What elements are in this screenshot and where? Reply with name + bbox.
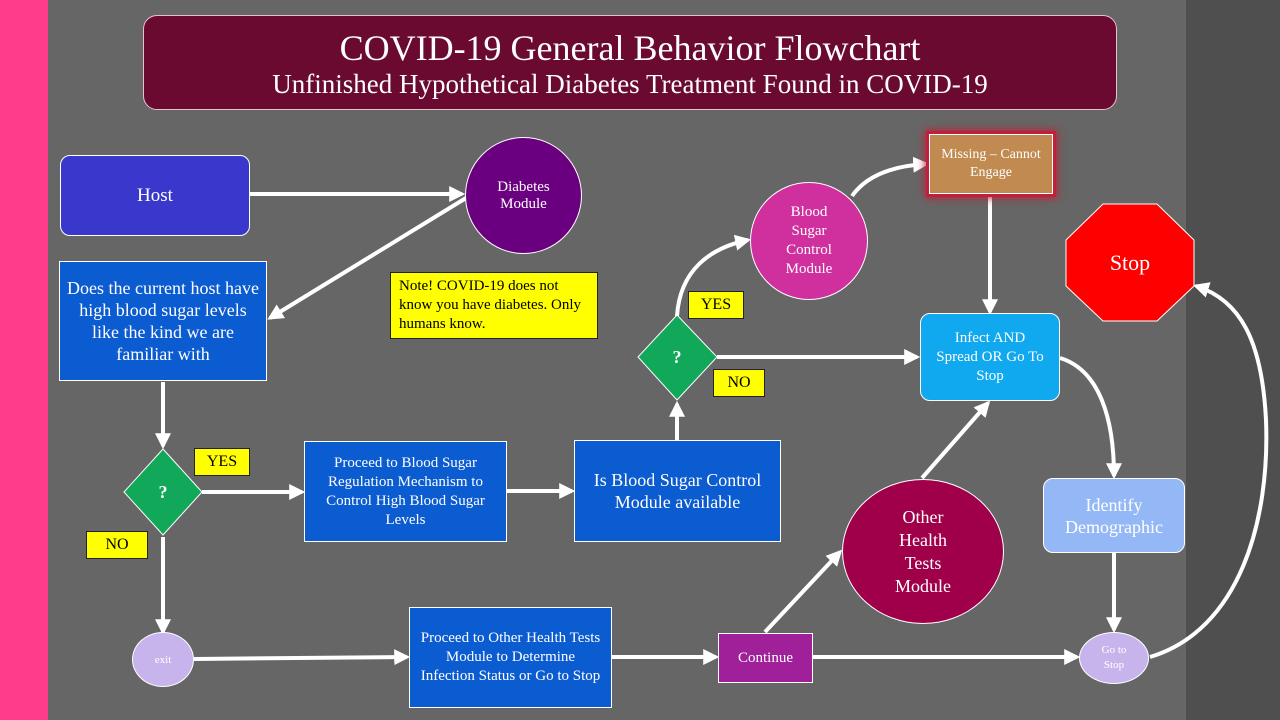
proceed-other-tests-box: Proceed to Other Health Tests Module to … [409,607,612,708]
arrow-gotostop-to-stop [1149,282,1269,659]
arrow-continue-to-othertests [763,549,843,634]
identify-demographic-label: Identify Demographic [1065,494,1163,537]
decision-1-label: ? [158,481,168,502]
decision-diamond-2 [637,314,718,401]
other-health-tests-label: Other Health Tests Module [895,506,951,596]
arrow-othertests-to-infect [920,400,991,480]
question-high-blood-sugar: Does the current host have high blood su… [59,261,267,381]
proceed-regulation-label: Proceed to Blood Sugar Regulation Mechan… [326,454,485,528]
other-health-tests-circle: Other Health Tests Module [842,479,1004,624]
decision-2-label: ? [672,346,682,367]
stop-label: Stop [1109,249,1151,275]
proceed-regulation-box: Proceed to Blood Sugar Regulation Mechan… [304,441,507,542]
arrow-infect-to-identify [1059,356,1122,480]
go-to-stop-circle: Go to Stop [1079,632,1149,684]
is-module-available-box: Is Blood Sugar Control Module available [574,440,781,542]
host-label: Host [137,184,173,206]
arrow-bsc-to-missing [850,156,930,198]
missing-box: Missing – Cannot Engage [929,134,1053,194]
arrow-exit-to-proceed-other [193,649,411,666]
identify-demographic-box: Identify Demographic [1043,478,1185,553]
stop-octagon [1065,203,1195,322]
is-module-available-label: Is Blood Sugar Control Module available [593,470,762,512]
right-accent-strip [1186,0,1280,720]
infect-spread-label: Infect AND Spread OR Go To Stop [936,329,1044,384]
exit-label: exit [154,653,172,666]
infect-spread-box: Infect AND Spread OR Go To Stop [920,313,1060,401]
page-title: COVID-19 General Behavior Flowchart [339,28,921,68]
blood-sugar-control-module-label: Blood Sugar Control Module [785,204,833,277]
no-label-2: NO [713,369,765,397]
exit-circle: exit [132,632,194,687]
yes-label-1: YES [194,448,250,476]
missing-label: Missing – Cannot Engage [941,147,1041,180]
arrow-diabetes-to-question [267,196,468,320]
note-box: Note! COVID-19 does not know you have di… [390,272,598,339]
diabetes-module-circle: Diabetes Module [465,137,582,254]
go-to-stop-label: Go to Stop [1101,644,1127,671]
stop-label-wrap: Stop [1066,204,1194,321]
proceed-other-tests-label: Proceed to Other Health Tests Module to … [420,630,601,684]
blood-sugar-control-module-circle: Blood Sugar Control Module [750,182,868,300]
diabetes-module-label: Diabetes Module [497,178,550,212]
continue-box: Continue [718,633,813,683]
left-accent-strip [0,0,48,720]
decision-diamond-1 [123,448,203,536]
host-box: Host [60,155,250,236]
arrow-decision2-to-bsc [675,234,752,317]
yes-label-2: YES [688,291,744,319]
title-banner: COVID-19 General Behavior Flowchart Unfi… [143,15,1117,110]
no-label-1: NO [86,531,148,559]
continue-label: Continue [738,649,793,666]
question-high-blood-sugar-label: Does the current host have high blood su… [67,278,259,364]
page-subtitle: Unfinished Hypothetical Diabetes Treatme… [272,69,988,99]
